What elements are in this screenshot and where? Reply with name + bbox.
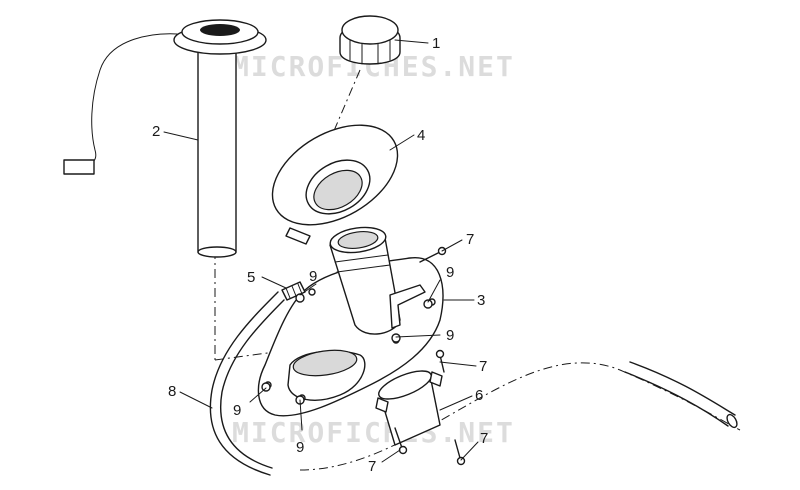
cap-grip-ribs: [349, 39, 391, 65]
sender-tube: [197, 39, 237, 253]
drain-hose: [209, 291, 738, 476]
callout-7-lower-right: 7: [480, 430, 488, 447]
grommet-d: [261, 382, 271, 392]
callout-9-e: 9: [296, 439, 304, 456]
screw-lower-right-shaft: [454, 439, 461, 459]
callout-3: 3: [477, 292, 485, 309]
screws: [394, 246, 466, 466]
fitting-ribs: [285, 283, 303, 299]
grommets: [261, 293, 433, 405]
callout-9-b: 9: [446, 264, 454, 281]
callout-7-lower-left: 7: [368, 458, 376, 475]
clamp-ear-right: [429, 371, 443, 387]
leader-7c: [381, 449, 401, 463]
clamp-ear-left: [375, 397, 389, 413]
leader-7d: [460, 441, 479, 461]
filler-neck-threads: [334, 254, 391, 273]
callout-9-d: 9: [233, 402, 241, 419]
grommet-c: [391, 333, 401, 343]
leader-9c: [395, 334, 441, 338]
screw-lower-left-shaft: [394, 427, 403, 449]
base-outlet-opening: [292, 349, 358, 377]
leader-9a: [299, 283, 317, 296]
callout-7-upper: 7: [466, 231, 474, 248]
screw-mid: [435, 349, 445, 373]
screw-lower-right: [454, 439, 466, 466]
callout-4: 4: [417, 127, 425, 144]
leader-9d: [249, 387, 267, 403]
hose-end: [726, 413, 738, 429]
callout-7-mid: 7: [479, 358, 487, 375]
hose-left-edge-a: [209, 291, 279, 476]
grommet-b: [423, 299, 433, 309]
leader-1: [394, 39, 429, 44]
fuel-cap: [339, 15, 401, 65]
leader-9b: [427, 279, 441, 303]
vent-pipe: [389, 284, 426, 329]
leader-8: [179, 391, 213, 409]
base-hole-1: [308, 288, 316, 296]
filler-neck-opening: [337, 231, 379, 249]
leader-lines: [163, 39, 479, 463]
sender-wire: [84, 33, 191, 166]
hose-right-edge-a: [629, 361, 736, 416]
sender-connector: [63, 159, 95, 175]
callout-1: 1: [432, 35, 440, 52]
leader-7a: [441, 239, 463, 252]
leader-2: [163, 131, 199, 141]
screw-upper: [419, 246, 447, 263]
callout-8: 8: [168, 383, 176, 400]
sender-flange-hole: [200, 24, 240, 36]
grommet-a: [295, 293, 305, 303]
callout-labels: 1 2 3 4 5 6 7 7 7 7 8 9 9 9 9 9: [152, 35, 488, 475]
cap-top: [341, 15, 399, 45]
watermark-bottom: MICROFICHES.NET: [232, 416, 515, 449]
ring-tab: [285, 227, 311, 245]
callout-2: 2: [152, 123, 160, 140]
callout-9-a: 9: [309, 268, 317, 285]
leader-4: [389, 134, 415, 151]
ring-opening: [313, 169, 363, 211]
callout-5: 5: [247, 269, 255, 286]
screw-lower-left-head: [398, 445, 408, 455]
hose-left-edge-b: [220, 299, 285, 469]
leader-5: [261, 276, 287, 289]
hose-right-edge-b: [624, 371, 729, 427]
fuel-level-sender: [63, 19, 267, 258]
screw-lower-right-head: [456, 456, 466, 466]
callout-9-c: 9: [446, 327, 454, 344]
leader-9e: [299, 399, 303, 431]
filler-ring: [271, 124, 399, 245]
leader-7b: [439, 361, 477, 367]
callout-6: 6: [475, 387, 483, 404]
screw-mid-head: [435, 349, 445, 359]
leader-6: [439, 395, 473, 411]
sender-tube-bottom: [197, 246, 237, 258]
screw-upper-shaft: [419, 251, 441, 263]
